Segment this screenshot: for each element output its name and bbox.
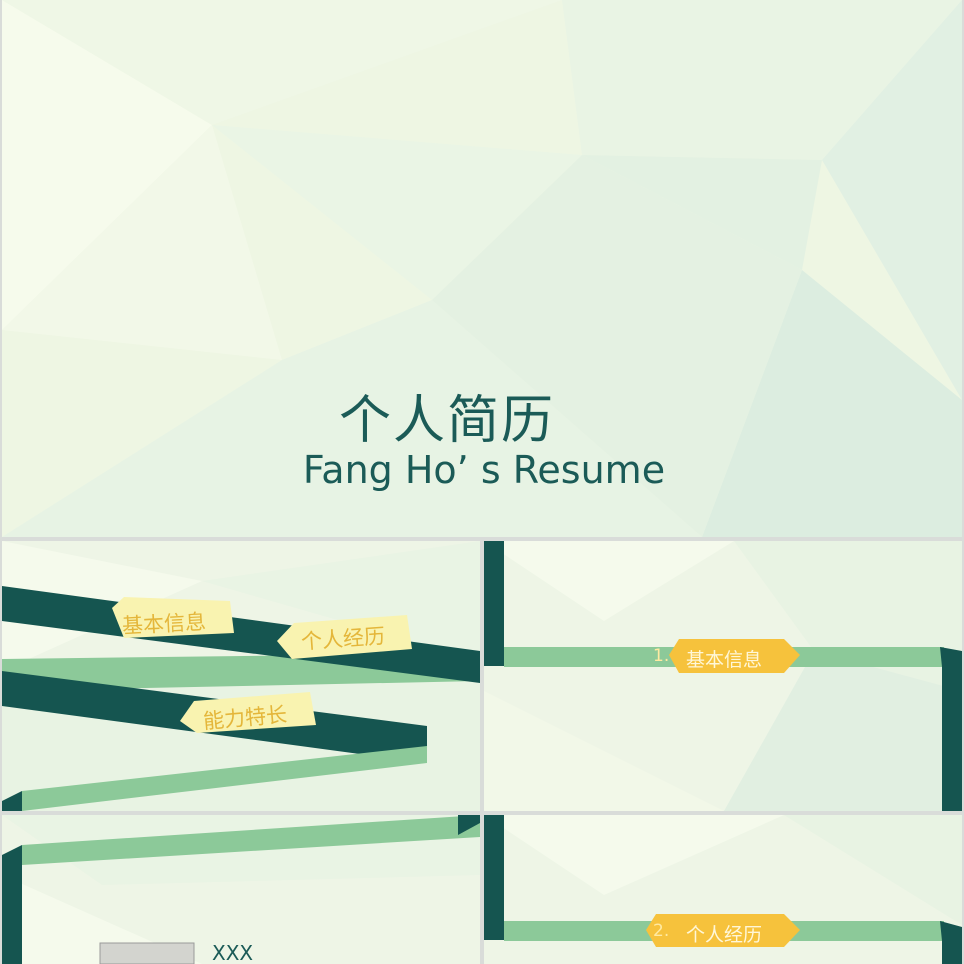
contents-slide[interactable]: 基本信息 个人经历 能力特长: [2, 541, 480, 811]
section-1-slide[interactable]: 1. 基本信息: [484, 541, 962, 811]
title-slide[interactable]: 个人简历 Fang Ho’ s Resume: [2, 0, 962, 537]
left-bar: [484, 541, 504, 666]
right-bar: [940, 921, 962, 964]
resume-title-english: Fang Ho’ s Resume: [302, 448, 666, 492]
ribbon-graphic: [2, 541, 480, 811]
section-2-label: 个人经历: [686, 924, 763, 946]
left-bar: [484, 815, 504, 940]
polygon-background: [2, 0, 962, 537]
right-bar: [940, 647, 962, 811]
top-band: [22, 815, 480, 865]
tag-shape-2: [277, 615, 412, 659]
tag-shape-1: [112, 597, 234, 638]
section-1-graphic: [484, 541, 962, 811]
section-tab: [646, 914, 800, 947]
section-1-label: 基本信息: [686, 649, 763, 671]
photo-placeholder: [99, 942, 195, 964]
section-2-slide[interactable]: 2. 个人经历: [484, 815, 962, 964]
person-name: XXX: [212, 941, 254, 964]
section-tab: [669, 639, 800, 673]
section-1-number: 1.: [653, 646, 670, 666]
resume-title-chinese: 个人简历: [338, 391, 555, 451]
left-bar: [2, 845, 22, 964]
section-2-number: 2.: [653, 921, 670, 941]
basic-info-slide[interactable]: XXX: [2, 815, 480, 964]
light-ribbon-2: [22, 746, 427, 811]
tag-shape-3: [180, 692, 316, 733]
basic-info-graphic: [2, 815, 480, 964]
tag-experience: 个人经历: [300, 624, 386, 654]
tag-basic-info: 基本信息: [121, 609, 207, 639]
section-2-graphic: [484, 815, 962, 964]
